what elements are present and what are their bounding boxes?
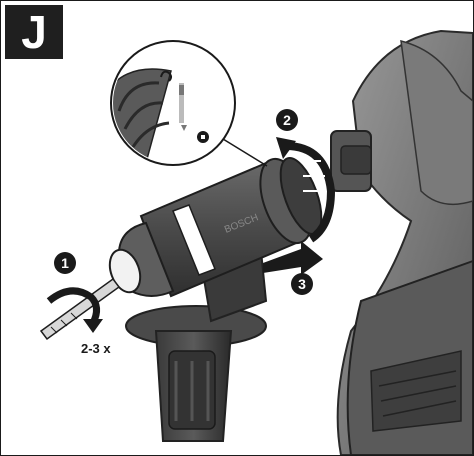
panel-letter-badge: J: [5, 5, 63, 59]
drill-body: [330, 29, 473, 455]
chuck-attachment: BOSCH: [108, 157, 323, 298]
step-number-2: 2: [283, 112, 291, 128]
unlock-icon: [160, 70, 172, 82]
rotation-count-label: 2-3 x: [81, 341, 111, 356]
step-number-1: 1: [61, 255, 69, 271]
rotation-arrow: [46, 287, 103, 333]
drill-bit: [39, 277, 121, 341]
step-marker-2: 2: [276, 109, 298, 131]
detail-callout: [110, 40, 268, 167]
turn-ring-arrow: [276, 137, 336, 243]
pull-off-arrow: [263, 241, 323, 275]
step-number-3: 3: [298, 276, 306, 292]
step-marker-3: 3: [291, 273, 313, 295]
step-marker-1: 1: [54, 252, 76, 274]
lock-icon: [197, 131, 209, 143]
